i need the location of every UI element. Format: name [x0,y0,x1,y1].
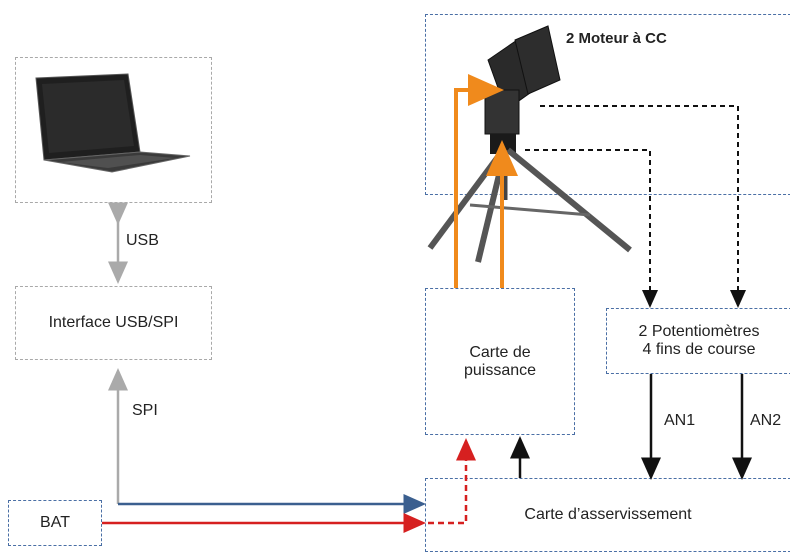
motor-to-sensor-line-2 [540,105,746,308]
an2-label: AN2 [750,412,782,429]
usb-label: USB [126,232,159,249]
interface-usb-spi-box: Interface USB/SPI [15,286,212,360]
an1-label: AN1 [664,412,696,429]
sensors-box: 2 Potentiomètres 4 fins de course [606,308,790,374]
bat-label: BAT [40,514,70,531]
interface-label: Interface USB/SPI [48,314,179,331]
motor-box [425,14,790,195]
bat-box: BAT [8,500,102,546]
spi-label: SPI [132,402,158,419]
motor-to-sensor-line-1 [525,149,658,308]
power-board-box: Carte de puissance [425,288,575,435]
tripod-motor-icon [427,25,632,263]
motor-label: 2 Moteur à CC [566,30,667,47]
power-board-line1: Carte de [469,343,531,361]
laptop-icon [35,73,191,173]
sensors-line1: 2 Potentiomètres [638,323,760,340]
sensors-line2: 4 fins de course [642,341,756,358]
power-board-line2: puissance [463,361,537,379]
bat-to-power-board-line [428,438,476,525]
power-to-motor-line-1 [454,74,504,288]
servo-label: Carte d’asservissement [524,506,692,523]
